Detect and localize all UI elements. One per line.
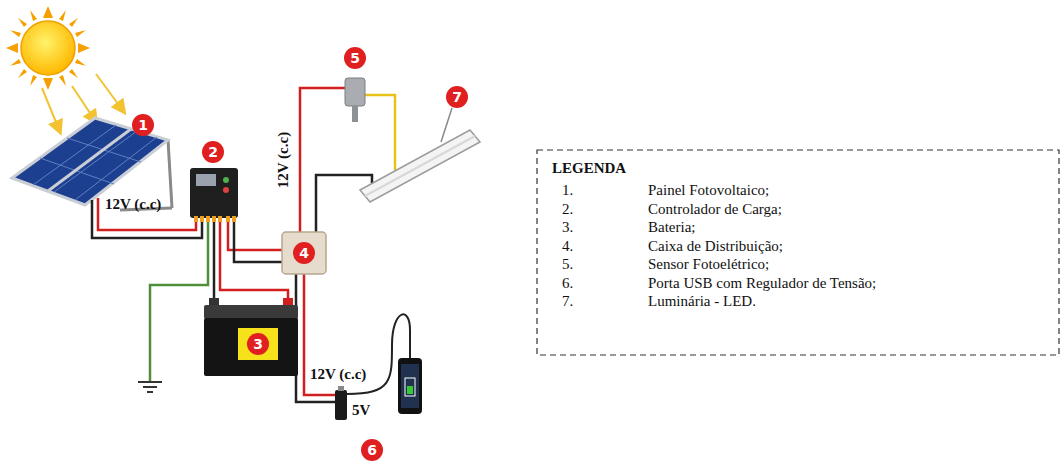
legend-number: 6.	[562, 275, 573, 292]
led-lamp	[360, 108, 480, 202]
legend-number: 3.	[562, 219, 573, 236]
legend-text: Caixa de Distribuição;	[648, 238, 783, 255]
usb-regulator	[335, 386, 347, 420]
legend-number: 4.	[562, 238, 573, 255]
legend-text: Controlador de Carga;	[648, 201, 782, 218]
legend-number: 5.	[562, 256, 573, 273]
voltage-label: 12V (c.c)	[310, 366, 366, 383]
legend-box	[537, 150, 1059, 355]
callout-number: 1	[138, 117, 148, 133]
battery	[204, 298, 298, 376]
callout-number: 6	[367, 442, 377, 458]
voltage-label: 12V (c.c)	[105, 196, 161, 213]
sun	[6, 6, 90, 90]
phone	[398, 358, 422, 414]
legend-text: Porta USB com Regulador de Tensão;	[648, 275, 876, 292]
legend-number: 7.	[562, 293, 573, 310]
legend-title: LEGENDA	[552, 160, 626, 177]
charge-controller	[190, 168, 238, 222]
legend-text: Bateria;	[648, 219, 695, 236]
photo-sensor	[345, 78, 365, 122]
callout-number: 7	[452, 89, 462, 105]
callout-number: 5	[350, 50, 360, 66]
voltage-label: 5V	[352, 402, 370, 419]
legend-text: Luminária - LED.	[648, 293, 756, 310]
callout-number: 3	[253, 336, 263, 352]
legend-number: 1.	[562, 182, 573, 199]
ground-symbol	[138, 382, 162, 392]
callout-number: 2	[208, 144, 218, 160]
voltage-label: 12V (c.c)	[275, 132, 292, 188]
wires	[92, 88, 410, 402]
legend-number: 2.	[562, 201, 573, 218]
callout-circles	[132, 47, 468, 461]
legend-text: Painel Fotovoltaico;	[648, 182, 769, 199]
distribution-box	[282, 232, 326, 274]
legend-text: Sensor Fotoelétrico;	[648, 256, 769, 273]
callout-number: 4	[299, 245, 309, 261]
